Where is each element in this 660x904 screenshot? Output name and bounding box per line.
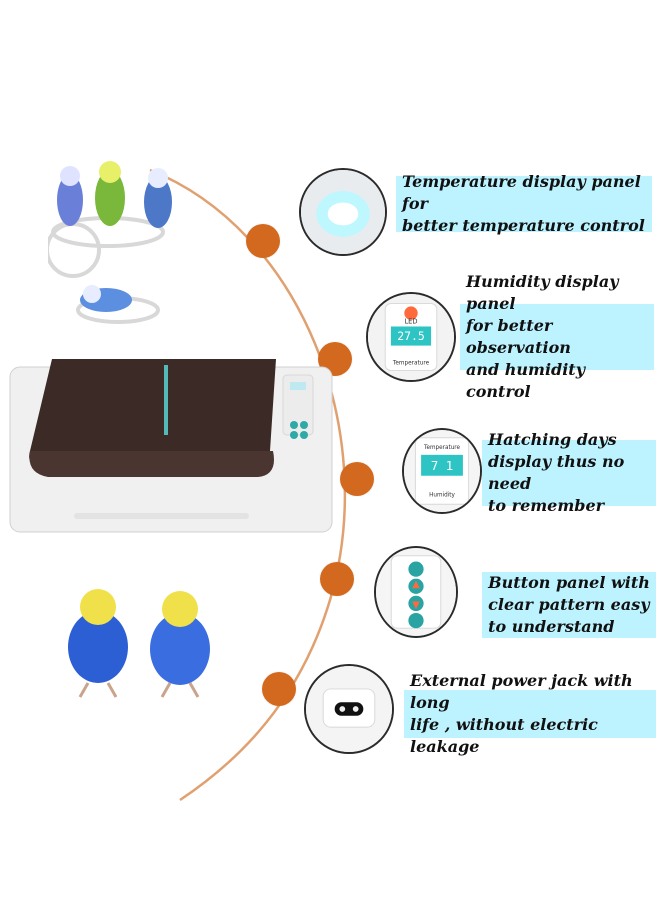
feature-text-4: Button panel with clear pattern easy to … [488, 573, 650, 636]
hatching-panel-top-label: Temperature [423, 445, 461, 451]
humidity-display-icon: LED 27.5 Temperature [366, 292, 456, 382]
feature-text-5: External power jack with long life , wit… [410, 671, 633, 756]
hatching-panel-bottom-label: Humidity [429, 493, 455, 499]
feature-caption-3: Hatching days display thus no need to re… [482, 430, 656, 515]
budgies-standing-image [60, 585, 220, 705]
feature-caption-4: Button panel with clear pattern easy to … [482, 572, 656, 638]
temperature-display-icon [299, 168, 387, 256]
feature-caption-2: Humidity display panel for better observ… [460, 272, 654, 401]
feature-text-3: Hatching days display thus no need to re… [488, 430, 625, 515]
hatching-panel-readout: 7 1 [431, 459, 453, 473]
humidity-panel-readout: 27.5 [397, 329, 425, 343]
timeline-dot-5 [262, 672, 296, 706]
budgies-on-perch-image [45, 160, 188, 345]
incubator-product-image [8, 355, 334, 535]
timeline-dot-3 [340, 462, 374, 496]
feature-caption-1: Temperature display panel for better tem… [396, 172, 652, 235]
timeline-dot-4 [320, 562, 354, 596]
humidity-panel-bottom-label: Temperature [392, 361, 430, 367]
feature-text-1: Temperature display panel for better tem… [402, 172, 645, 235]
timeline-dot-1 [246, 224, 280, 258]
hatching-days-icon: Temperature 7 1 Humidity [402, 428, 482, 514]
button-panel-icon [374, 546, 458, 638]
humidity-panel-top-label: LED [404, 318, 417, 326]
feature-text-2: Humidity display panel for better observ… [466, 272, 619, 401]
power-jack-icon [304, 664, 394, 754]
feature-caption-5: External power jack with long life , wit… [404, 671, 656, 756]
